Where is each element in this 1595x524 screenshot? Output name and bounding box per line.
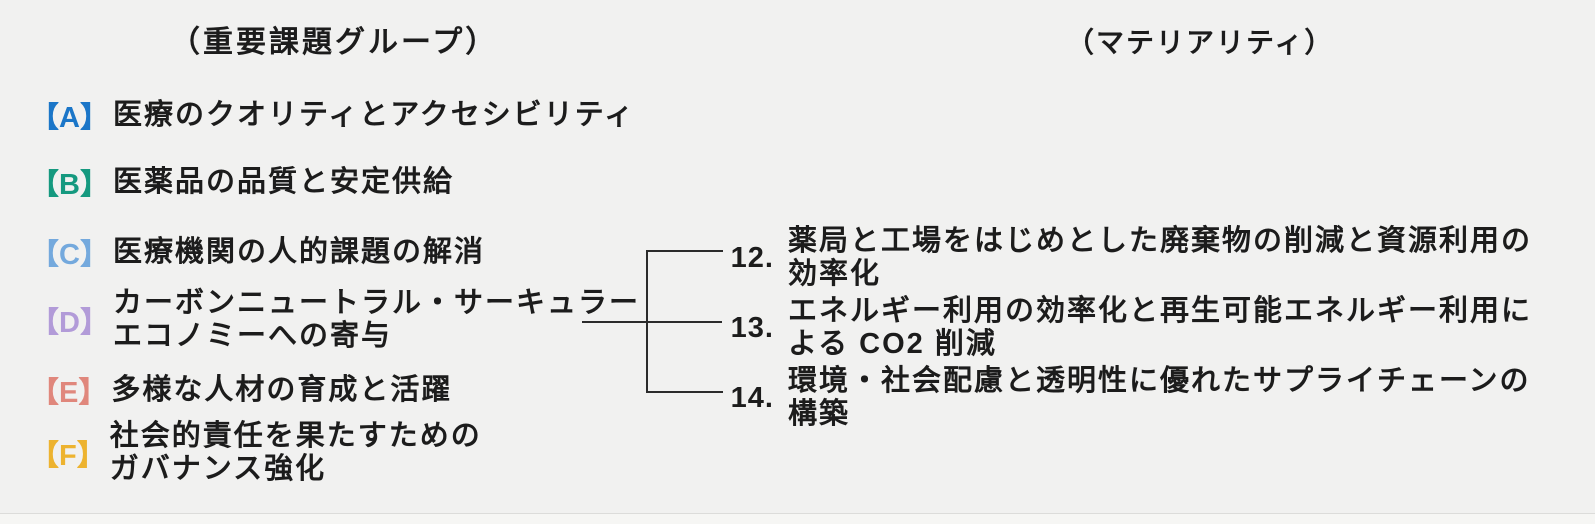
issue-groups-header: （重要課題グループ）	[170, 26, 499, 59]
group-f-line-1: 社会的責任を果たすための	[109, 420, 482, 452]
materiality-14-text: 環境・社会配慮と透明性に優れたサプライチェーンの 構築	[788, 365, 1531, 431]
group-e-line-1: 多様な人材の育成と活躍	[111, 373, 453, 406]
group-b-badge: 【B】	[30, 169, 109, 201]
group-d-badge: 【D】	[30, 307, 109, 339]
group-c-text: 医療機関の人的課題の解消	[113, 236, 485, 269]
materiality-12-line-2: 効率化	[788, 258, 882, 290]
connector-vertical-trunk	[646, 250, 648, 393]
group-d-line-2: エコノミーへの寄与	[112, 320, 392, 352]
group-f-badge: 【F】	[30, 440, 106, 472]
materiality-14-line-2: 構築	[788, 398, 851, 430]
group-b-text: 医薬品の品質と安定供給	[113, 166, 454, 199]
group-d-line-1: カーボンニュートラル・サーキュラー	[112, 287, 640, 319]
materiality-13-line-2: よる CO2 削減	[788, 328, 997, 360]
group-e-badge: 【E】	[30, 377, 108, 409]
connector-group-d-to-13	[582, 321, 722, 323]
group-a-line-1: 医療のクオリティとアクセシビリティ	[112, 98, 636, 131]
connector-branch-to-12	[646, 250, 723, 252]
group-e-text: 多様な人材の育成と活躍	[111, 374, 452, 407]
materiality-12-line-1: 薬局と工場をはじめとした廃棄物の削減と資源利用の	[788, 225, 1533, 257]
group-b-line-1: 医薬品の品質と安定供給	[112, 165, 454, 198]
materiality-13-line-1: エネルギー利用の効率化と再生可能エネルギー利用に	[788, 295, 1533, 327]
materiality-item-13: 13. エネルギー利用の効率化と再生可能エネルギー利用に よる CO2 削減	[726, 295, 1532, 361]
group-a-text: 医療のクオリティとアクセシビリティ	[113, 99, 635, 132]
group-f-text: 社会的責任を果たすための ガバナンス強化	[110, 420, 482, 486]
bottom-band	[0, 514, 1595, 524]
materiality-13-text: エネルギー利用の効率化と再生可能エネルギー利用に よる CO2 削減	[788, 295, 1532, 361]
issue-group-a: 【A】 医療のクオリティとアクセシビリティ	[30, 94, 635, 136]
materiality-12-text: 薬局と工場をはじめとした廃棄物の削減と資源利用の 効率化	[788, 225, 1532, 291]
materiality-item-14: 14. 環境・社会配慮と透明性に優れたサプライチェーンの 構築	[726, 365, 1531, 431]
group-d-text: カーボンニュートラル・サーキュラー エコノミーへの寄与	[113, 287, 640, 353]
materiality-item-12: 12. 薬局と工場をはじめとした廃棄物の削減と資源利用の 効率化	[726, 225, 1532, 291]
materiality-12-number: 12.	[730, 241, 774, 274]
group-a-badge: 【A】	[30, 102, 109, 134]
issue-group-f: 【F】 社会的責任を果たすための ガバナンス強化	[30, 420, 482, 486]
issue-group-b: 【B】 医薬品の品質と安定供給	[30, 161, 454, 203]
materiality-14-number: 14.	[730, 381, 774, 414]
issue-group-c: 【C】 医療機関の人的課題の解消	[30, 231, 485, 273]
issue-group-e: 【E】 多様な人材の育成と活躍	[30, 369, 452, 411]
connector-branch-to-14	[646, 391, 723, 393]
materiality-header: （マテリアリティ）	[1066, 27, 1335, 58]
group-c-badge: 【C】	[30, 239, 109, 271]
group-c-line-1: 医療機関の人的課題の解消	[112, 235, 485, 268]
issue-group-d: 【D】 カーボンニュートラル・サーキュラー エコノミーへの寄与	[30, 287, 640, 353]
materiality-13-number: 13.	[730, 311, 774, 344]
materiality-14-line-1: 環境・社会配慮と透明性に優れたサプライチェーンの	[788, 365, 1531, 397]
group-f-line-2: ガバナンス強化	[109, 453, 327, 485]
bottom-divider	[0, 513, 1595, 514]
